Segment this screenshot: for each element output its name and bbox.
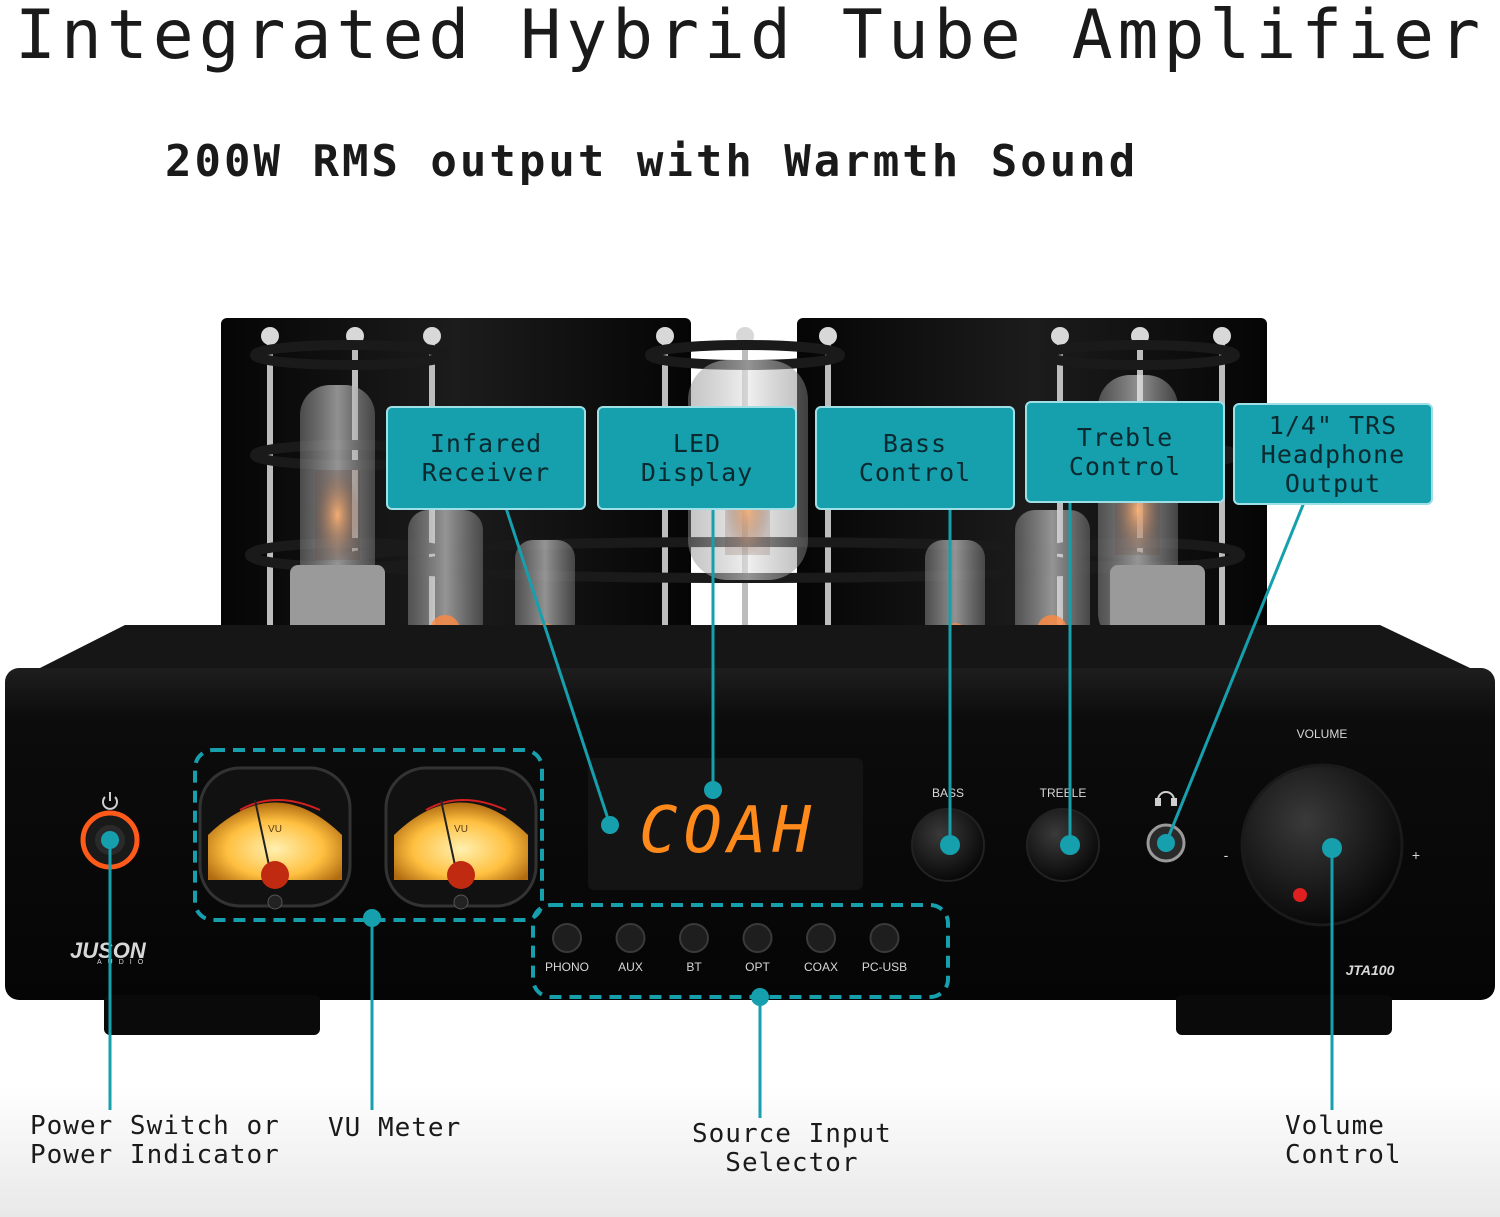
vu-meter-right [384,766,538,910]
source-button-label: COAX [804,960,838,974]
headphone-icon [1155,791,1177,806]
page-title: Integrated Hybrid Tube Amplifier [14,0,1486,75]
chassis-top [40,625,1470,668]
source-button-phono[interactable] [552,923,582,953]
vu-meter-left [198,766,352,910]
callout-infrared-receiver: Infared Receiver [386,406,586,510]
callout-treble-control: Treble Control [1025,401,1225,503]
label-vu-meter: VU Meter [328,1113,462,1143]
treble-label: TREBLE [1040,786,1087,800]
volume-plus: + [1412,847,1420,863]
source-button-label: PC-USB [862,960,907,974]
source-button-label: OPT [745,960,770,974]
led-display [588,758,863,890]
bass-label: BASS [932,786,964,800]
page-subtitle: 200W RMS output with Warmth Sound [165,136,1139,187]
source-button-label: PHONO [545,960,589,974]
brand-sub: AUDIO [97,959,149,966]
brand-logo: JUSON [70,938,147,963]
source-button-pc-usb[interactable] [869,923,900,953]
source-buttons: PHONO AUX BT OPT COAX PC-USB [545,923,907,974]
label-power-switch: Power Switch or Power Indicator [30,1111,280,1170]
vu-label-left: VU [268,824,282,835]
power-icon [102,792,118,810]
label-source-input: Source Input Selector [692,1119,892,1178]
vu-label-right: VU [454,824,468,835]
source-button-bt[interactable] [679,923,709,953]
callout-headphone-output: 1/4" TRS Headphone Output [1233,403,1433,505]
floor [0,1085,1500,1217]
vu-meter-highlight [193,748,544,922]
source-button-aux[interactable] [615,923,646,953]
source-selector-highlight [531,903,950,999]
callout-bass-control: Bass Control [815,406,1015,510]
right-foot [1176,995,1392,1035]
source-button-opt[interactable] [742,923,773,953]
leader-lines [108,499,1334,1118]
model-label: JTA100 [1346,962,1395,978]
source-button-coax[interactable] [806,923,836,953]
label-volume-control: Volume Control [1285,1111,1402,1170]
callout-led-display: LED Display [597,406,797,510]
source-button-label: AUX [618,960,643,974]
volume-knob[interactable] [1240,763,1404,927]
volume-minus: - [1224,847,1229,863]
leader-dots [101,781,1342,1006]
volume-indicator-dot [1293,888,1307,902]
left-foot [104,995,320,1035]
led-display-text: COAH [639,794,817,868]
source-button-label: BT [686,960,702,974]
volume-label: VOLUME [1297,727,1348,741]
